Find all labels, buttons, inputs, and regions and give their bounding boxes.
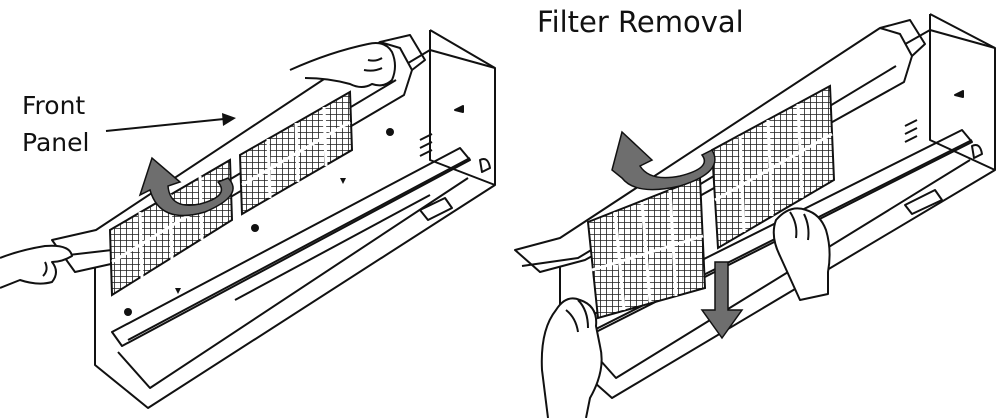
hand-icon <box>0 244 73 289</box>
rotate-arrow-icon <box>138 156 234 217</box>
front-panel-label-line1: Front <box>22 91 86 120</box>
hand-icon <box>772 207 831 301</box>
hand-icon <box>540 297 603 418</box>
left-ac-unit <box>51 29 496 409</box>
rotate-arrow-icon <box>611 130 716 191</box>
down-arrow-icon <box>700 261 744 340</box>
left-unit-details <box>124 128 394 316</box>
right-filter-1 <box>586 176 707 320</box>
right-filter-2 <box>710 84 836 250</box>
hand-icon <box>289 42 396 88</box>
left-filter-2 <box>238 90 354 216</box>
left-filter-1 <box>108 158 234 297</box>
page-title: Filter Removal <box>537 5 744 39</box>
pointer-arrow-icon <box>105 113 236 132</box>
front-panel-label-line2: Panel <box>22 128 90 157</box>
